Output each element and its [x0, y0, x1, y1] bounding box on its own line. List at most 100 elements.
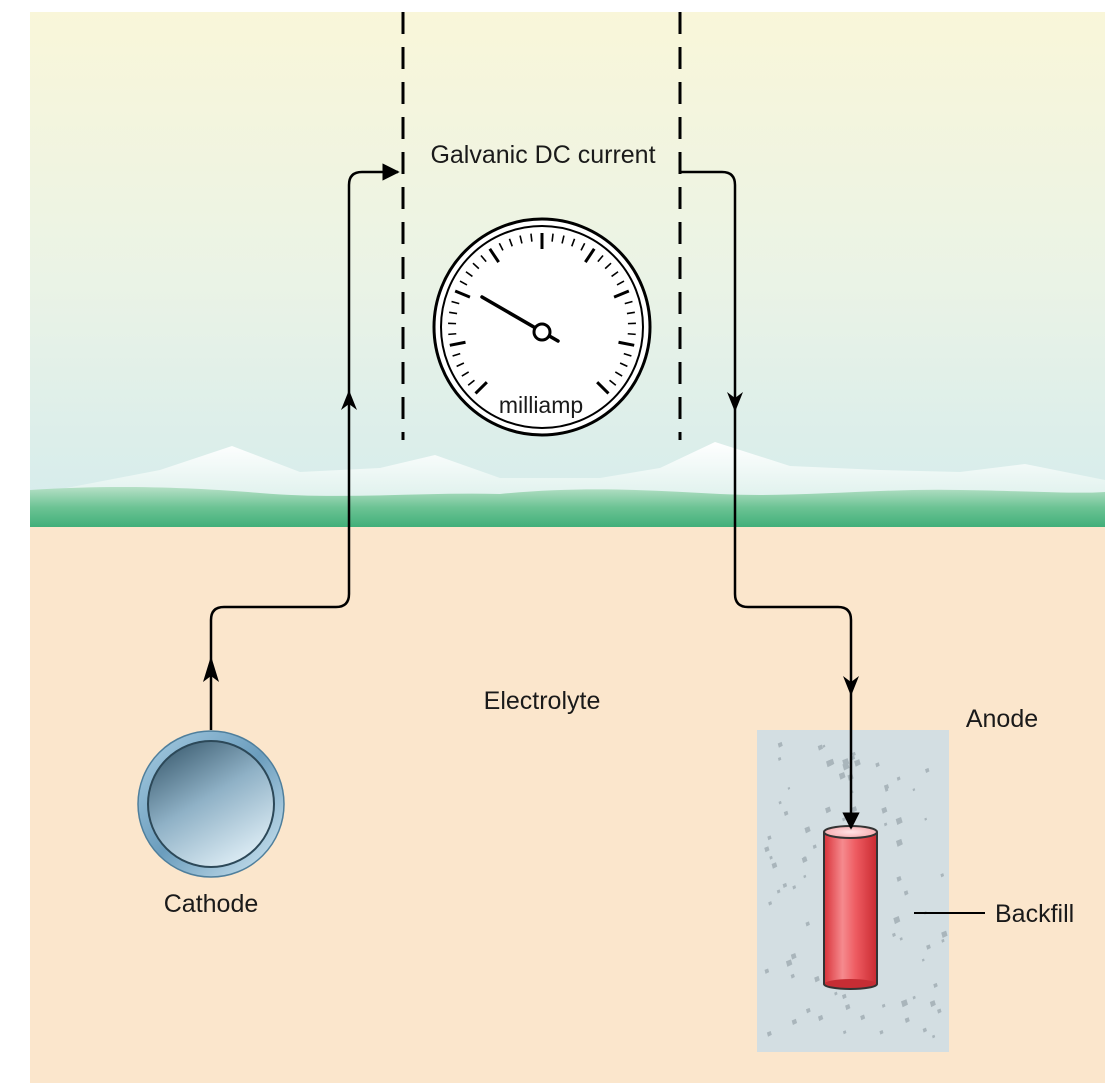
- backfill-speckle: [895, 838, 903, 847]
- backfill-speckle: [791, 1018, 798, 1026]
- meter-minor-tick: [508, 238, 513, 247]
- meter-major-tick: [488, 248, 500, 263]
- backfill-speckle: [790, 973, 795, 979]
- meter-ticks: [448, 233, 636, 395]
- backfill-speckle: [771, 862, 778, 869]
- meter-minor-tick: [530, 233, 533, 242]
- meter-minor-tick: [611, 271, 619, 278]
- meter-major-tick: [474, 381, 488, 395]
- meter-minor-tick: [609, 379, 617, 386]
- cathode-label: Cathode: [164, 890, 259, 918]
- backfill-speckle: [814, 975, 820, 983]
- backfill-speckle: [881, 806, 888, 814]
- meter-major-tick: [618, 340, 635, 347]
- backfill-speckle: [879, 1029, 884, 1035]
- backfill-speckle: [792, 885, 797, 890]
- backfill-speckle: [803, 856, 806, 860]
- backfill-speckle: [854, 759, 861, 767]
- backfill-speckle: [851, 806, 858, 813]
- backfill-speckle: [764, 968, 770, 974]
- meter-minor-tick: [604, 262, 612, 270]
- meter-minor-tick: [551, 233, 554, 242]
- meter-minor-tick: [624, 300, 633, 305]
- backfill-speckle: [825, 806, 832, 814]
- backfill-speckle: [822, 744, 826, 748]
- backfill-speckle: [941, 938, 945, 943]
- backfill-speckle: [764, 846, 770, 853]
- meter-minor-tick: [623, 352, 632, 357]
- backfill-speckle: [899, 937, 903, 941]
- backfill-speckle: [892, 932, 896, 938]
- backfill-speckle: [827, 758, 835, 767]
- backfill-speckle: [769, 855, 773, 860]
- backfill-speckle: [921, 958, 925, 962]
- backfill-speckle: [900, 999, 909, 1008]
- meter-minor-tick: [571, 238, 576, 247]
- backfill-speckle: [932, 1034, 936, 1039]
- backfill-speckle: [845, 1004, 851, 1011]
- backfill-speckle: [842, 1030, 847, 1035]
- backfill-speckle: [841, 993, 847, 1000]
- backfill-speckle: [875, 762, 880, 768]
- backfill-speckle: [937, 1008, 942, 1014]
- meter-minor-tick: [498, 242, 504, 251]
- backfill-speckle: [782, 882, 788, 889]
- meter-minor-tick: [449, 311, 458, 315]
- meter-minor-tick: [626, 311, 635, 315]
- backfill-speckle: [787, 786, 791, 790]
- backfill-speckle: [903, 890, 909, 896]
- backfill-speckle: [896, 776, 901, 781]
- backfill-speckle: [912, 995, 916, 1000]
- meter-minor-tick: [448, 332, 457, 336]
- backfill-speckle: [884, 787, 889, 792]
- backfill-speckle: [776, 889, 781, 894]
- backfill-speckle: [842, 758, 850, 767]
- current-label: Galvanic DC current: [430, 141, 655, 169]
- backfill-speckle: [805, 921, 810, 927]
- arrow-down-anode-icon: [843, 676, 859, 696]
- electrolyte-label: Electrolyte: [484, 687, 601, 715]
- arrow-down-right-wire-icon: [727, 392, 743, 412]
- backfill-speckle: [838, 771, 846, 780]
- backfill-speckle: [860, 1014, 866, 1021]
- cathode-pipe: [137, 730, 285, 878]
- meter-minor-tick: [561, 235, 565, 244]
- backfill-speckle: [790, 953, 797, 960]
- meter-major-tick: [613, 289, 630, 299]
- milliamp-meter: milliamp: [432, 217, 652, 437]
- meter-minor-tick: [519, 235, 523, 244]
- meter-minor-tick: [451, 300, 460, 305]
- backfill-speckle: [924, 817, 928, 821]
- backfill-speckle: [817, 1014, 824, 1022]
- backfill-label: Backfill: [995, 900, 1074, 928]
- meter-minor-tick: [459, 280, 468, 286]
- meter-major-tick: [454, 289, 471, 299]
- backfill-speckle: [817, 744, 824, 751]
- backfill-speckle: [766, 1031, 772, 1037]
- meter-major-tick: [584, 248, 596, 263]
- backfill-speckle: [912, 788, 916, 792]
- backfill-speckle: [926, 944, 931, 950]
- meter-minor-tick: [456, 362, 465, 368]
- arrow-up-left-wire-icon: [341, 390, 357, 410]
- grass-band: [30, 486, 1105, 528]
- backfill-speckle: [803, 874, 807, 879]
- backfill-speckle: [801, 856, 808, 864]
- backfill-speckle: [785, 959, 793, 967]
- anode-label: Anode: [966, 705, 1038, 733]
- meter-minor-tick: [616, 280, 625, 286]
- backfill-speckle: [922, 1027, 927, 1033]
- backfill-speckle: [883, 784, 890, 791]
- backfill-speckle: [767, 835, 772, 841]
- backfill-speckle: [883, 822, 888, 827]
- backfill-speckle: [940, 873, 945, 878]
- wire-left: [209, 163, 400, 730]
- meter-minor-tick: [452, 352, 461, 357]
- backfill-speckle: [895, 817, 903, 826]
- backfill-speckle: [881, 1003, 886, 1008]
- backfill-speckle: [812, 844, 817, 850]
- backfill-speckle: [777, 741, 783, 748]
- meter-minor-tick: [472, 262, 480, 270]
- backfill-speckle: [783, 810, 789, 817]
